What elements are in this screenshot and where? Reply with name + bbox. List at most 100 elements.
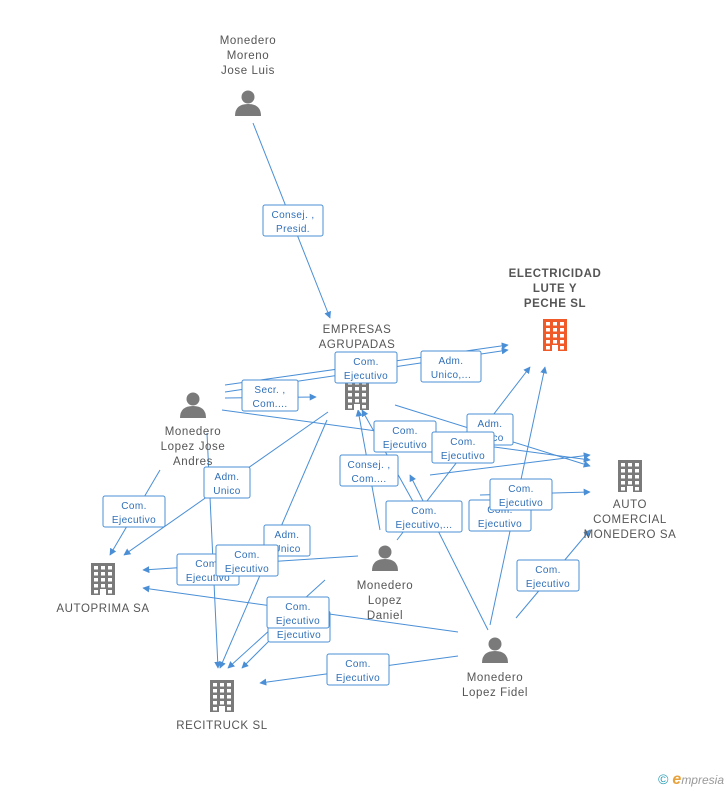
- role-text-line: Ejecutivo: [526, 579, 570, 590]
- person-icon: [482, 637, 508, 663]
- role-label-r9[interactable]: Com. Ejecutivo: [431, 431, 495, 464]
- role-text-line: Com.: [353, 357, 379, 368]
- role-text-line: Consej. ,: [271, 210, 314, 221]
- role-box: [203, 466, 251, 499]
- building-icon: [210, 680, 234, 712]
- role-text-line: Com....: [351, 474, 386, 485]
- role-box: [334, 351, 398, 384]
- role-text-line: Com.: [195, 559, 221, 570]
- role-text-line: Ejecutivo: [336, 673, 380, 684]
- role-label-r6[interactable]: Com. Ejecutivo: [102, 495, 166, 528]
- role-box: [431, 431, 495, 464]
- brand-footer: ©empresia: [658, 771, 724, 789]
- node-label-line: EMPRESAS: [323, 324, 392, 336]
- role-label-r16[interactable]: Com. Ejecutivo: [215, 544, 279, 577]
- role-text-line: Com.: [450, 437, 476, 448]
- role-text-line: Com....: [252, 399, 287, 410]
- role-text-line: Adm.: [215, 472, 240, 483]
- role-text-line: Ejecutivo: [112, 515, 156, 526]
- node-apr[interactable]: AUTOPRIMA SA: [56, 563, 149, 615]
- role-text-line: Com.: [535, 565, 561, 576]
- role-text-line: Ejecutivo: [499, 498, 543, 509]
- role-box: [420, 350, 482, 383]
- role-text-line: Secr. ,: [254, 385, 285, 396]
- node-label-line: ELECTRICIDAD: [509, 268, 602, 280]
- role-box: [241, 379, 299, 412]
- role-label-r4[interactable]: Secr. , Com....: [241, 379, 299, 412]
- role-label-r17[interactable]: Com. Ejecutivo: [516, 559, 580, 592]
- node-label-line: Monedero: [165, 426, 222, 438]
- person-icon: [235, 90, 261, 116]
- role-text-line: Ejecutivo: [383, 440, 427, 451]
- copyright-icon: ©: [658, 771, 669, 787]
- role-box: [326, 653, 390, 686]
- node-label-line: Andres: [173, 456, 213, 468]
- role-text-line: Ejecutivo: [225, 564, 269, 575]
- node-label-line: Lopez Fidel: [462, 687, 528, 699]
- node-label-line: Moreno: [227, 50, 270, 62]
- building-icon: [91, 563, 115, 595]
- role-label-r5[interactable]: Adm. Unico: [203, 466, 251, 499]
- node-label-line: AUTO: [613, 499, 647, 511]
- brand-logo-initial: e: [672, 771, 682, 788]
- brand-logo-text: mpresia: [681, 773, 724, 787]
- role-text-line: Ejecutivo: [441, 451, 485, 462]
- role-text-line: Com.: [411, 506, 437, 517]
- role-label-r19[interactable]: Com. Ejecutivo: [266, 596, 330, 629]
- role-box: [516, 559, 580, 592]
- role-label-r7[interactable]: Com. Ejecutivo: [373, 420, 437, 453]
- role-text-line: Adm.: [275, 530, 300, 541]
- role-box: [215, 544, 279, 577]
- role-text-line: Ejecutivo: [186, 573, 230, 584]
- node-label-line: Lopez: [368, 595, 402, 607]
- role-text-line: Com.: [285, 602, 311, 613]
- role-label-r2[interactable]: Com. Ejecutivo: [334, 351, 398, 384]
- role-text-line: Com.: [345, 659, 371, 670]
- role-label-r11[interactable]: Com. Ejecutivo,...: [385, 500, 463, 533]
- node-label-line: COMERCIAL: [593, 514, 667, 526]
- building-icon: [618, 460, 642, 492]
- role-text-line: Ejecutivo: [344, 371, 388, 382]
- role-label-r3[interactable]: Adm. Unico,...: [420, 350, 482, 383]
- role-text-line: Com.: [392, 426, 418, 437]
- node-label-line: MONEDERO SA: [584, 529, 677, 541]
- role-text-line: Ejecutivo,...: [396, 520, 453, 531]
- edge-line: [409, 474, 489, 631]
- role-text-line: Presid.: [276, 224, 310, 235]
- node-label-line: AUTOPRIMA SA: [56, 603, 149, 615]
- role-text-line: Unico,...: [431, 370, 471, 381]
- node-label-line: Monedero: [357, 580, 414, 592]
- node-rec[interactable]: RECITRUCK SL: [176, 680, 268, 732]
- role-box: [385, 500, 463, 533]
- edge-line: [429, 452, 591, 476]
- role-box: [489, 478, 553, 511]
- role-box: [266, 596, 330, 629]
- role-label-r1[interactable]: Consej. , Presid.: [262, 204, 324, 237]
- person-icon: [180, 392, 206, 418]
- role-label-r10[interactable]: Consej. ,Com....: [339, 454, 399, 487]
- role-label-r20[interactable]: Com. Ejecutivo: [326, 653, 390, 686]
- node-label-line: AGRUPADAS: [319, 339, 396, 351]
- role-text-line: Adm.: [439, 356, 464, 367]
- node-label-line: RECITRUCK SL: [176, 720, 268, 732]
- node-label-line: Lopez Jose: [161, 441, 226, 453]
- role-text-line: Com.: [121, 501, 147, 512]
- role-label-r13[interactable]: Com. Ejecutivo: [489, 478, 553, 511]
- role-text-line: Com.: [234, 550, 260, 561]
- role-text-line: Com.: [508, 484, 534, 495]
- roles-layer: Consej. ,Presid.Com.EjecutivoAdm.Unico,.…: [102, 204, 580, 686]
- role-text-line: Unico: [273, 544, 301, 555]
- role-box: [339, 454, 399, 487]
- role-text-line: Ejecutivo: [276, 616, 320, 627]
- node-acm[interactable]: AUTO COMERCIAL MONEDERO SA: [584, 460, 677, 541]
- role-text-line: Unico: [213, 486, 241, 497]
- building-icon: [543, 319, 567, 351]
- role-text-line: Adm.: [478, 419, 503, 430]
- person-icon: [372, 545, 398, 571]
- node-label-line: PECHE SL: [524, 298, 586, 310]
